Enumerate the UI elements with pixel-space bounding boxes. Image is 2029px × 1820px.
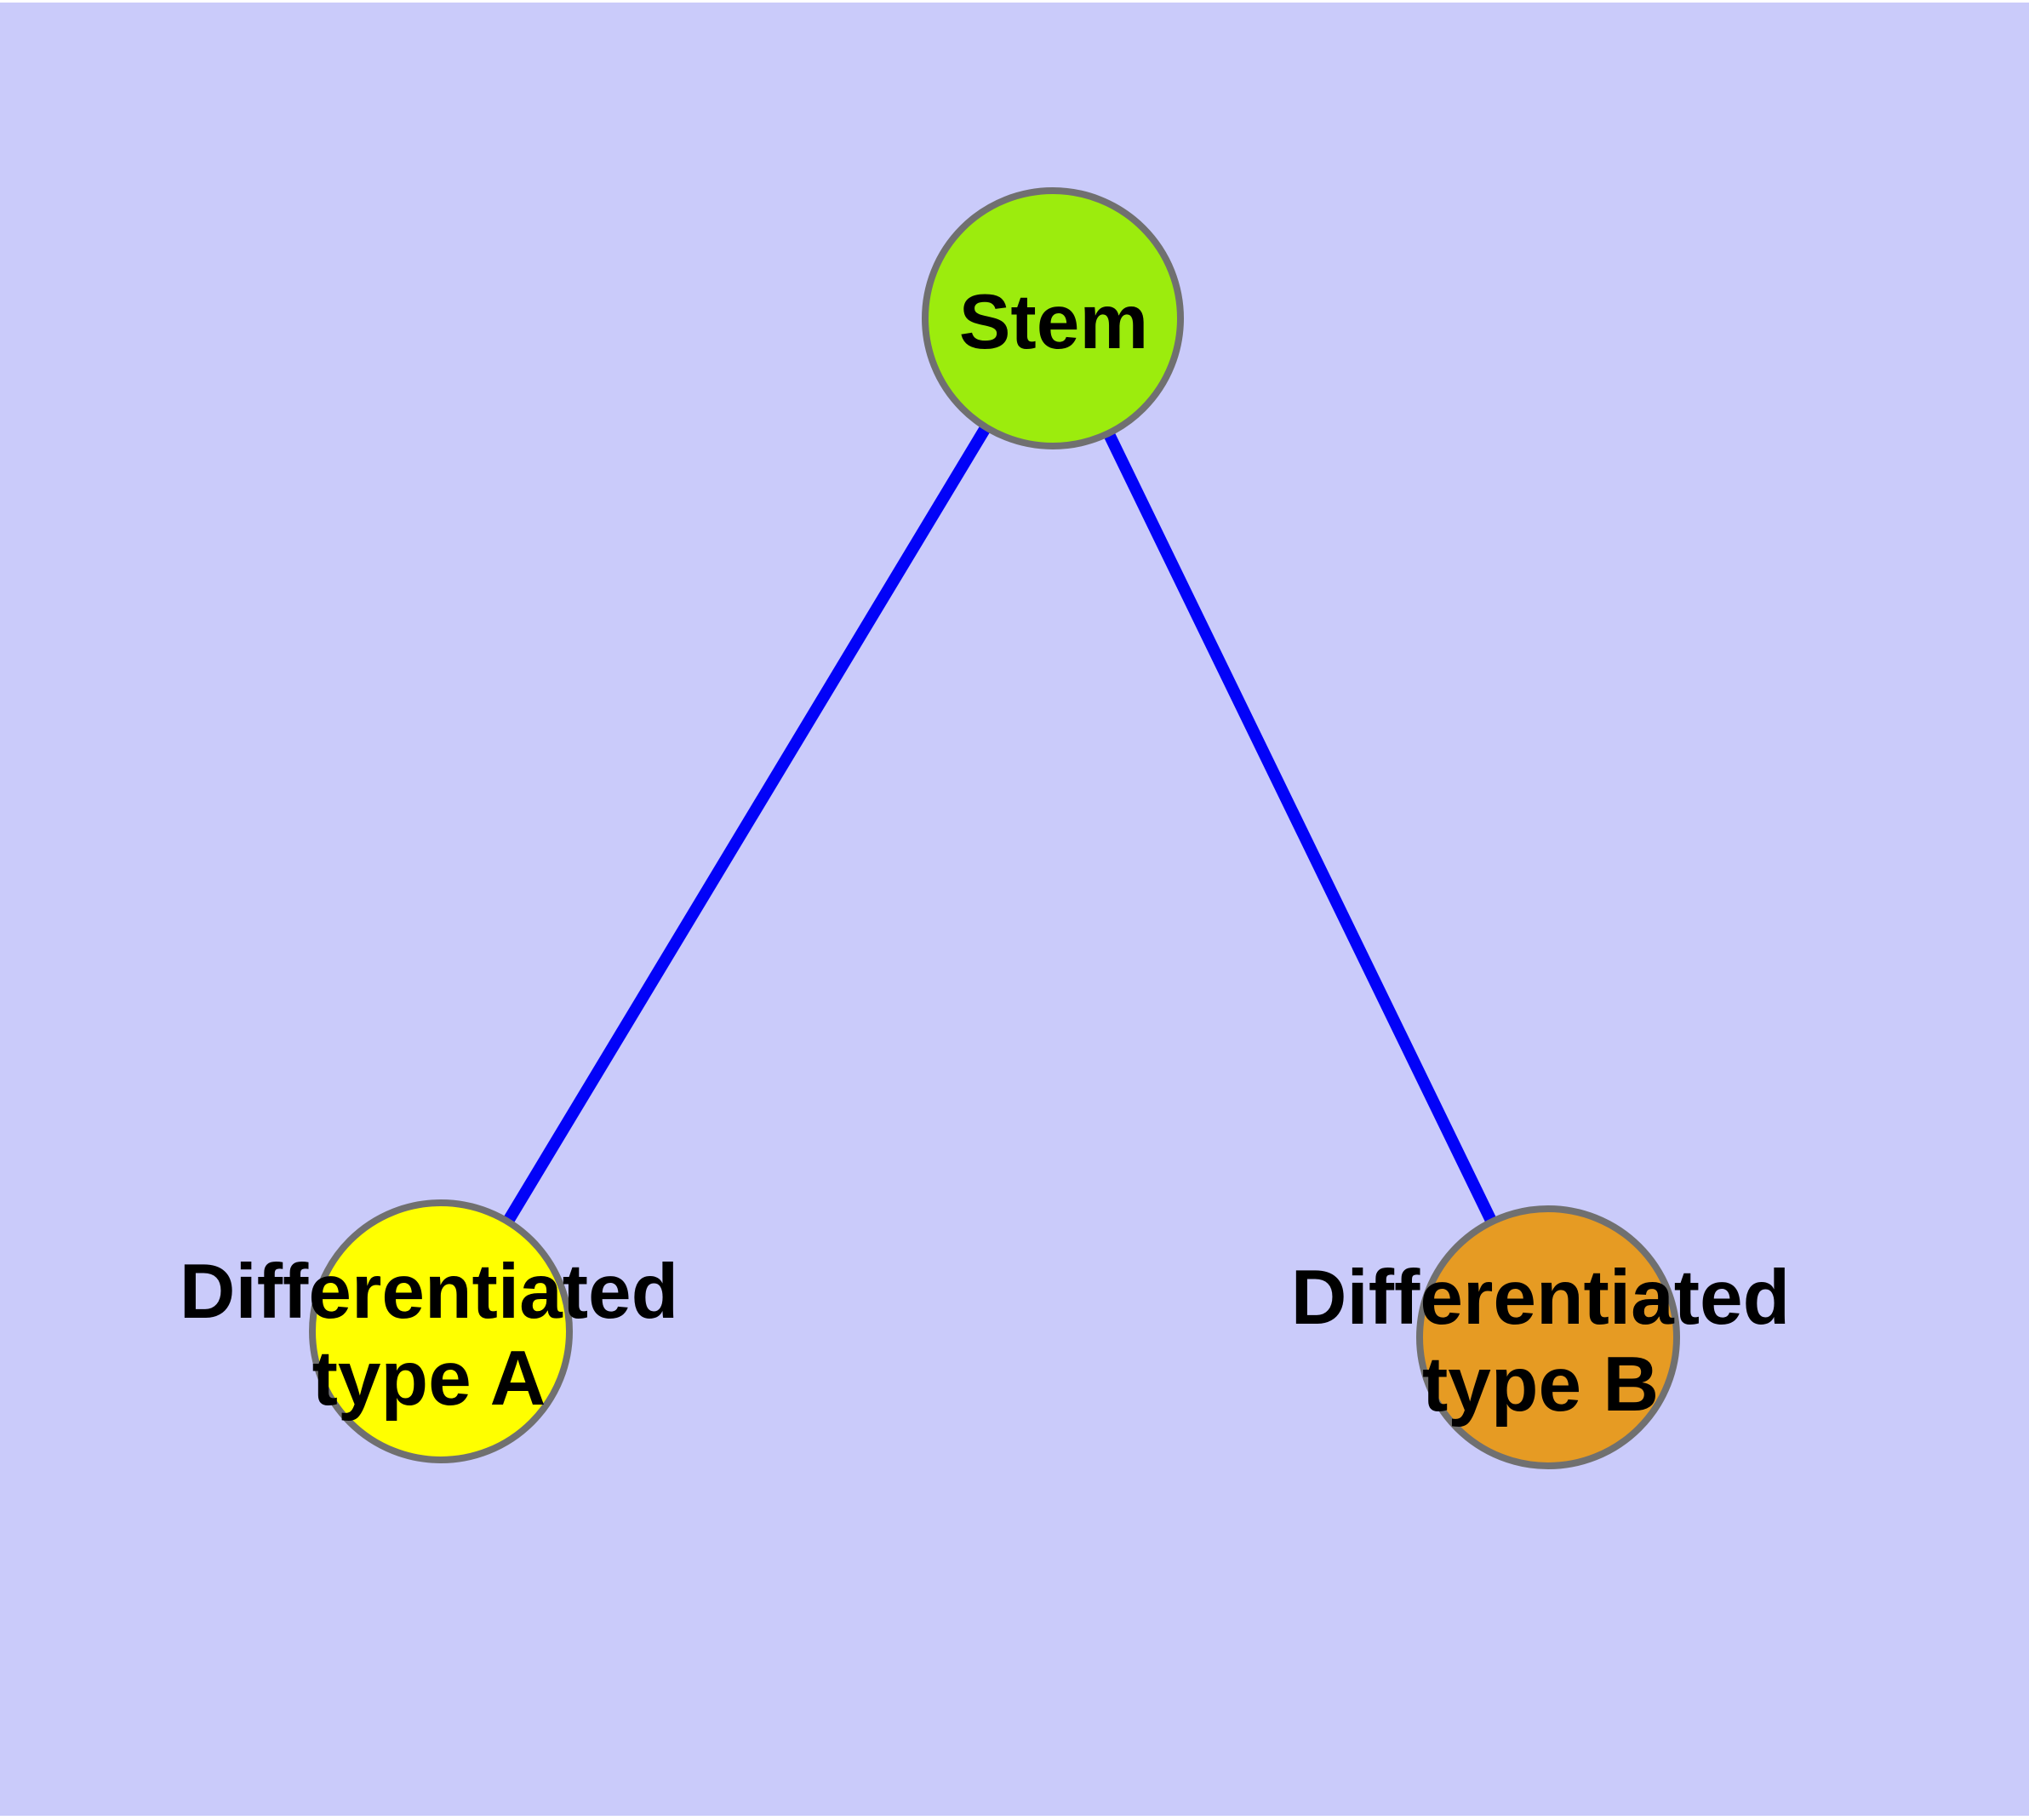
edge-stem-type-a	[502, 423, 992, 1226]
node-type-b-label-line-1: Differentiated	[1291, 1255, 1791, 1341]
node-type-b-circle	[1416, 1205, 1680, 1469]
node-type-a-label-line-1: Differentiated	[180, 1249, 679, 1335]
node-type-b-label-line-2: type B	[1422, 1342, 1659, 1428]
edges-layer	[502, 423, 1499, 1228]
node-stem: Stem	[922, 187, 1184, 449]
node-type-a-circle	[309, 1199, 573, 1463]
node-type-a-label-line-2: type A	[312, 1336, 546, 1422]
node-stem-label: Stem	[959, 279, 1149, 365]
node-stem-label-line-1: Stem	[959, 279, 1149, 365]
edge-stem-type-b	[1102, 429, 1499, 1228]
node-stem-circle	[922, 187, 1184, 449]
